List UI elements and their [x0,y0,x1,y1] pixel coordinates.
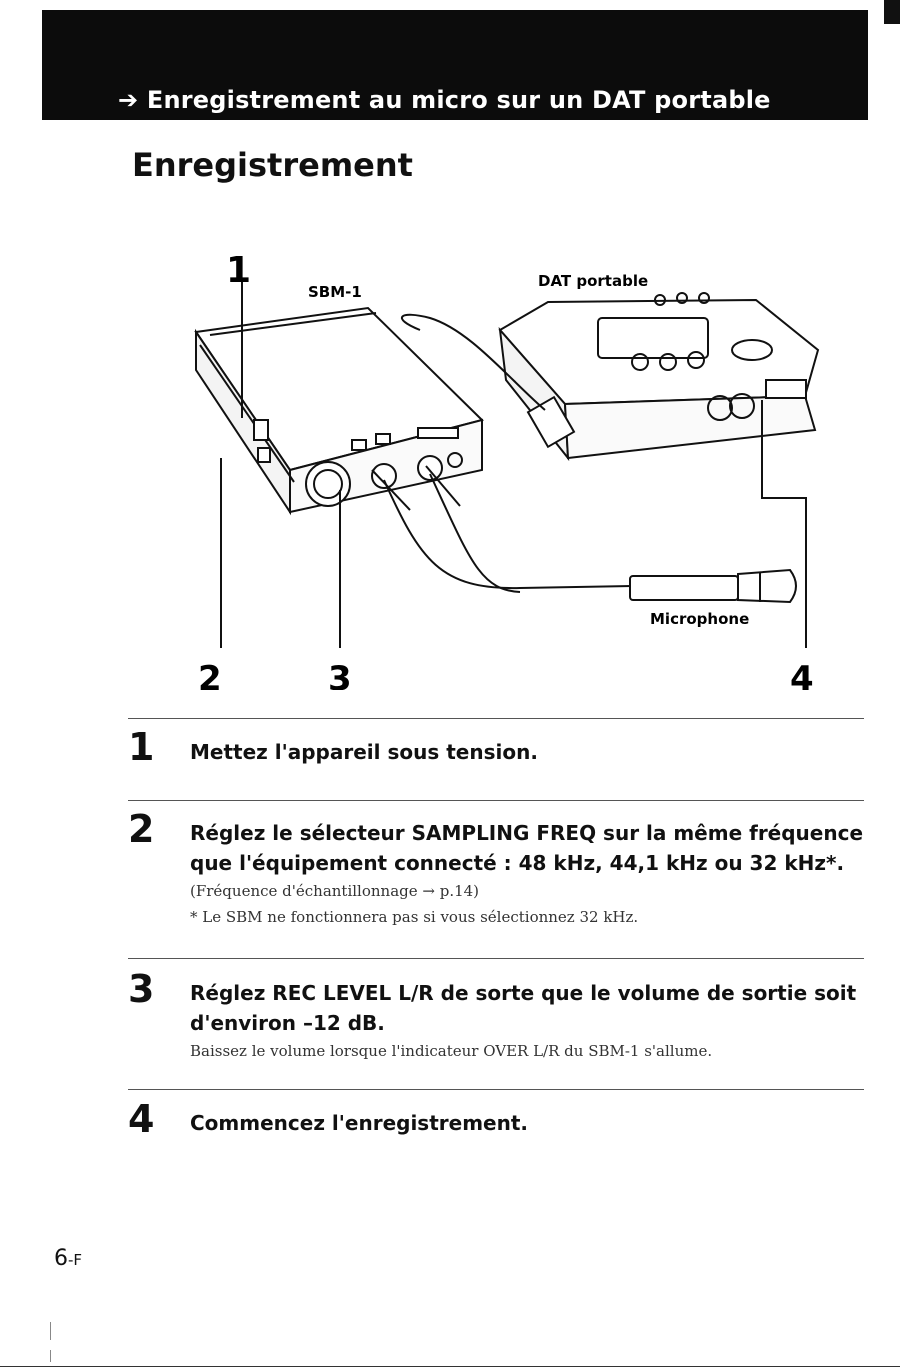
step-note: Baissez le volume lorsque l'indicateur O… [190,1042,713,1060]
page-bottom-line [0,1366,900,1367]
label-sbm-1: SBM-1 [308,283,362,301]
page-number-suffix: -F [68,1251,83,1269]
step-heading: Réglez le sélecteur SAMPLING FREQ sur la… [190,821,864,875]
page-number: 6-F [54,1246,82,1271]
dat-portable-device [498,292,820,462]
divider [128,800,864,801]
divider [128,958,864,959]
corner-tab-mark [884,0,900,24]
label-dat-portable: DAT portable [538,272,648,290]
callout-3: 3 [328,659,352,690]
callout-2: 2 [198,659,222,690]
step-heading: Commencez l'enregistrement. [190,1111,528,1135]
step-number: 4 [128,1097,155,1141]
edge-tick [50,1350,51,1362]
section-title: Enregistrement [132,146,413,184]
page-number-main: 6 [54,1246,68,1271]
banner-title: ➔ Enregistrement au micro sur un DAT por… [118,86,771,114]
label-microphone: Microphone [650,610,749,628]
step-number: 3 [128,967,155,1011]
step-note: * Le SBM ne fonctionnera pas si vous sél… [190,908,639,926]
divider [128,718,864,719]
header-banner [42,10,868,120]
edge-tick [50,1322,51,1340]
callout-1: 1 [226,250,251,291]
connection-illustration: SBM-1 DAT portable Microphone 1 2 3 4 [194,250,820,690]
callout-lines [220,280,807,648]
step-heading: Mettez l'appareil sous tension. [190,740,538,764]
step-number: 2 [128,807,155,851]
callout-4: 4 [790,659,814,690]
divider [128,1089,864,1090]
step-number: 1 [128,725,155,769]
sbm-1-device [194,306,484,516]
microphone-device [629,568,797,604]
step-heading: Réglez REC LEVEL L/R de sorte que le vol… [190,981,857,1035]
cables [371,313,633,593]
step-note: (Fréquence d'échantillonnage → p.14) [190,882,480,900]
